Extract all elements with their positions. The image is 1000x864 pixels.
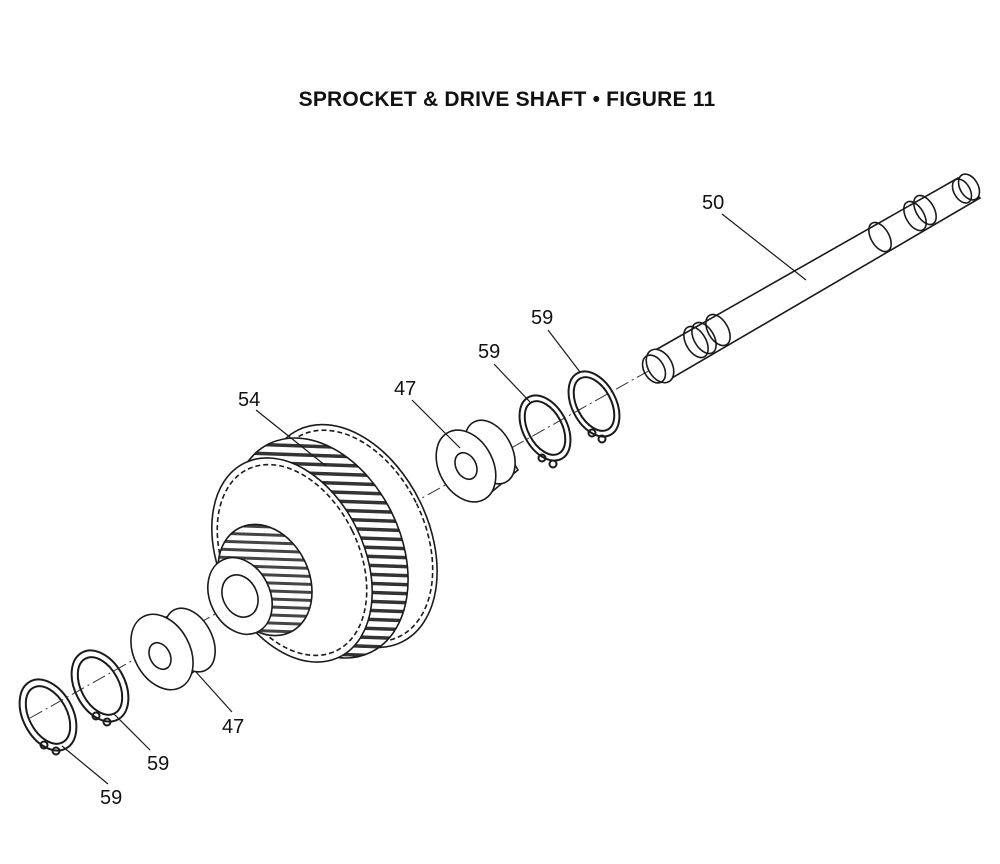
leader-47-bottom	[195, 671, 233, 713]
callout-59-top-right: 59	[531, 307, 553, 329]
callout-47-top: 47	[394, 378, 416, 400]
snap-ring-bottom-right	[70, 649, 130, 727]
snap-ring-top-right	[567, 370, 621, 444]
leader-59-bottom-left	[61, 745, 109, 785]
leader-59-bottom-right	[113, 713, 151, 751]
callout-47-bottom: 47	[222, 716, 244, 738]
bearing-top	[435, 419, 520, 503]
callout-59-bottom-left: 59	[100, 787, 122, 809]
leader-59-top-right	[547, 329, 581, 373]
callout-54: 54	[238, 389, 260, 411]
snap-ring-top-left	[518, 394, 572, 469]
figure-title: SPROCKET & DRIVE SHAFT • FIGURE 11	[298, 88, 716, 111]
snap-ring-bottom-left	[18, 678, 78, 756]
leader-59-top-left	[493, 363, 531, 403]
sprocket	[207, 423, 438, 663]
leader-50	[721, 213, 807, 281]
leader-54	[255, 409, 327, 467]
leader-lines	[61, 213, 807, 785]
callout-50: 50	[702, 192, 724, 214]
drive-shaft	[641, 173, 982, 384]
callout-59-top-left: 59	[478, 341, 500, 363]
callout-59-bottom-right: 59	[147, 753, 169, 775]
bearing-bottom	[130, 607, 216, 691]
leader-47-top	[411, 399, 461, 449]
